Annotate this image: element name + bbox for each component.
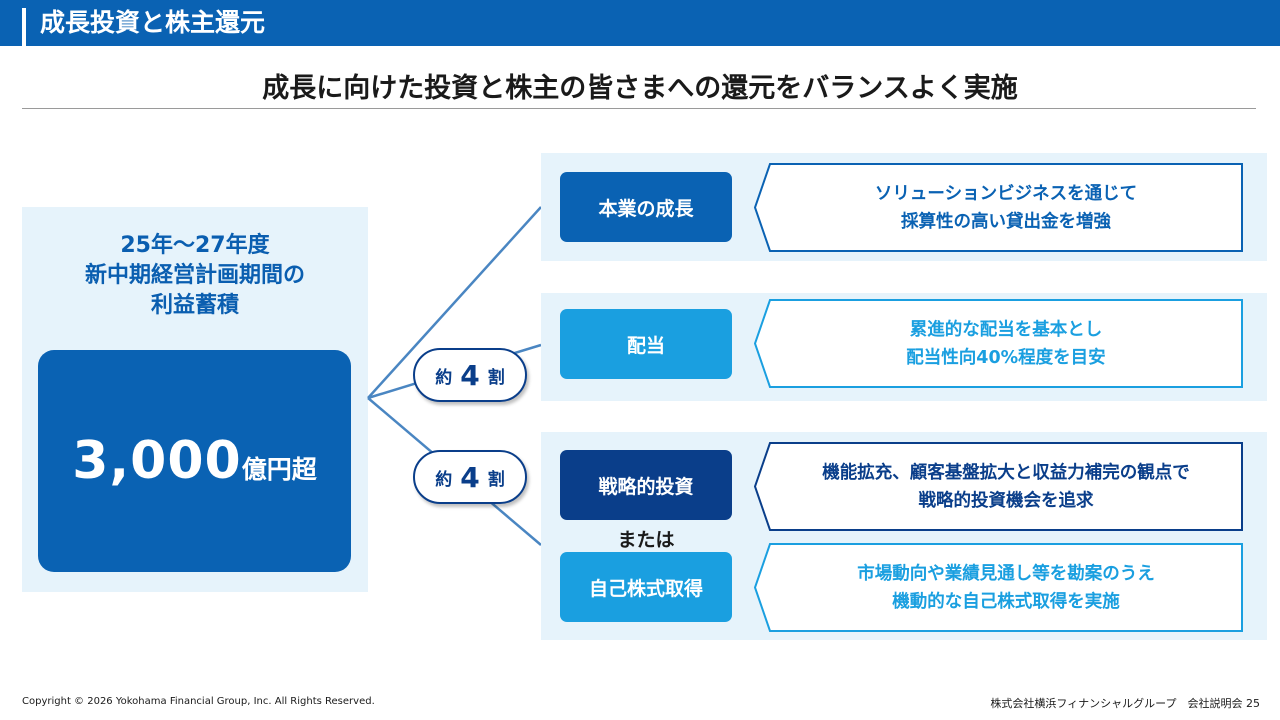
ratio-suffix: 割 bbox=[487, 367, 505, 388]
subtitle: 成長に向けた投資と株主の皆さまへの還元をバランスよく実施 bbox=[262, 73, 1018, 104]
footer-company-name: 株式会社横浜フィナンシャルグループ 会社説明会 bbox=[990, 697, 1243, 710]
desc-frame-investment bbox=[753, 442, 1243, 531]
ratio-pill-investment: 約 4 割 bbox=[413, 450, 527, 504]
period-line-3: 利益蓄積 bbox=[150, 293, 239, 318]
header-accent bbox=[22, 8, 26, 46]
desc-growth: ソリューションビジネスを通じて 採算性の高い貸出金を増強 bbox=[770, 163, 1242, 253]
footer-company: 株式会社横浜フィナンシャルグループ 会社説明会 25 bbox=[990, 695, 1260, 711]
total-unit: 億円超 bbox=[241, 455, 317, 484]
period-line-1: 25年～27年度 bbox=[120, 233, 270, 258]
desc-line: 市場動向や業績見通し等を勘案のうえ bbox=[857, 564, 1155, 584]
label-strategic-investment: 戦略的投資 bbox=[560, 450, 732, 520]
desc-frame-buyback bbox=[753, 543, 1243, 632]
desc-line: 機能拡充、顧客基盤拡大と収益力補完の観点で bbox=[822, 463, 1190, 483]
ratio-prefix: 約 bbox=[435, 469, 453, 490]
desc-line: ソリューションビジネスを通じて bbox=[874, 184, 1138, 204]
header-bar bbox=[0, 0, 1280, 46]
desc-line: 戦略的投資機会を追求 bbox=[918, 491, 1094, 511]
or-text: または bbox=[617, 529, 675, 551]
ratio-suffix: 割 bbox=[487, 469, 505, 490]
ratio-pill-dividend: 約 4 割 bbox=[413, 348, 527, 402]
desc-line: 採算性の高い貸出金を増強 bbox=[901, 212, 1111, 232]
desc-frame-growth bbox=[753, 163, 1243, 252]
page-number: 25 bbox=[1246, 697, 1260, 710]
total-value: 3,000 bbox=[72, 431, 242, 491]
total-amount: 3,000 億円超 bbox=[38, 350, 351, 572]
desc-line: 配当性向40%程度を目安 bbox=[906, 348, 1106, 368]
total-box bbox=[38, 350, 351, 572]
desc-frame-dividend bbox=[753, 299, 1243, 388]
subtitle-divider bbox=[22, 108, 1256, 109]
ratio-value: 4 bbox=[460, 358, 480, 392]
page-title: 成長投資と株主還元 bbox=[40, 8, 266, 37]
desc-line: 累進的な配当を基本とし bbox=[909, 320, 1103, 340]
period-line-2: 新中期経営計画期間の bbox=[84, 263, 305, 288]
label-dividend: 配当 bbox=[560, 309, 732, 379]
desc-line: 機動的な自己株式取得を実施 bbox=[892, 592, 1120, 612]
ratio-value: 4 bbox=[460, 460, 480, 494]
desc-buyback: 市場動向や業績見通し等を勘案のうえ 機動的な自己株式取得を実施 bbox=[770, 543, 1242, 633]
label-share-buyback: 自己株式取得 bbox=[560, 552, 732, 622]
ratio-prefix: 約 bbox=[435, 367, 453, 388]
period-text: 25年～27年度 新中期経営計画期間の 利益蓄積 bbox=[22, 231, 368, 321]
label-core-growth: 本業の成長 bbox=[560, 172, 732, 242]
desc-investment: 機能拡充、顧客基盤拡大と収益力補完の観点で 戦略的投資機会を追求 bbox=[770, 442, 1242, 532]
desc-dividend: 累進的な配当を基本とし 配当性向40%程度を目安 bbox=[770, 299, 1242, 389]
footer-copyright: Copyright © 2026 Yokohama Financial Grou… bbox=[22, 696, 375, 707]
